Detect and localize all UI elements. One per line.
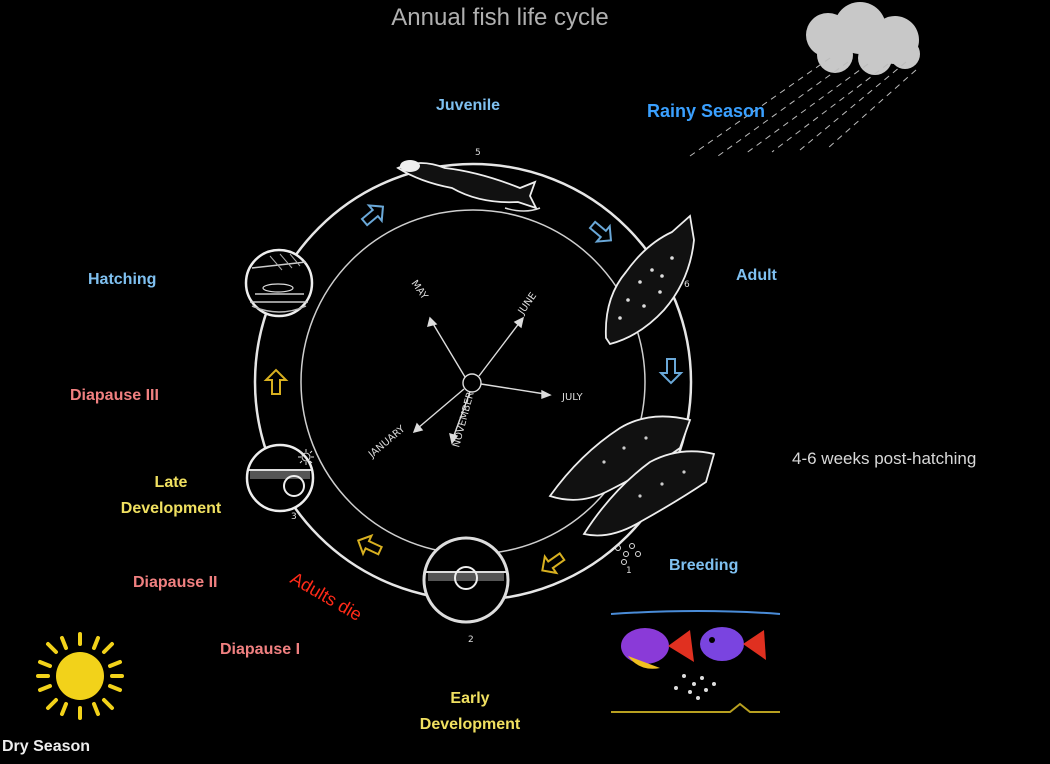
stage-label-diapause-ii: Diapause II (133, 574, 217, 592)
arrow-icon (266, 370, 286, 394)
late-development-vignette (247, 445, 314, 511)
stage-number: 3 (291, 512, 297, 522)
month-label-june: JUNE (516, 291, 539, 318)
breeding-fish-icon (550, 416, 714, 564)
dry-season-label: Dry Season (2, 738, 90, 756)
rainy-season-label: Rainy Season (647, 101, 765, 122)
month-label-january: JANUARY (366, 423, 408, 461)
month-label-may: MAY (409, 278, 430, 302)
cycle-ring (255, 164, 691, 600)
stage-label-diapause-i: Diapause I (220, 641, 300, 659)
stage-label-juvenile: Juvenile (436, 97, 500, 115)
sun-icon (38, 634, 122, 718)
breeding-illustration (611, 611, 780, 712)
stage-number: 1 (626, 566, 632, 576)
stage-number: 6 (684, 280, 690, 290)
stage-number: 2 (468, 635, 474, 645)
stage-label-breeding: Breeding (669, 557, 738, 575)
stage-label-hatching: Hatching (88, 271, 156, 289)
stage-label-adult: Adult (736, 267, 777, 285)
post-hatching-note: 4-6 weeks post-hatching (792, 449, 976, 469)
month-label-july: JULY (561, 392, 584, 403)
month-label-november: NOVEMBER (451, 391, 476, 449)
arrow-icon (661, 359, 681, 383)
stage-label-diapause-iii: Diapause III (70, 387, 159, 405)
stage-number: 5 (475, 148, 481, 158)
arrow-icon (358, 199, 389, 230)
month-spokes (414, 318, 550, 443)
arrow-icon (354, 531, 384, 559)
stage-label-late-development: Late Development (96, 470, 246, 522)
hatching-vignette (246, 250, 312, 316)
arrow-icon (586, 217, 617, 248)
stage-label-early-development: Early Development (395, 686, 545, 738)
arrow-icon (537, 548, 568, 578)
early-development-vignette (424, 538, 508, 622)
adult-fish-icon (606, 216, 694, 344)
